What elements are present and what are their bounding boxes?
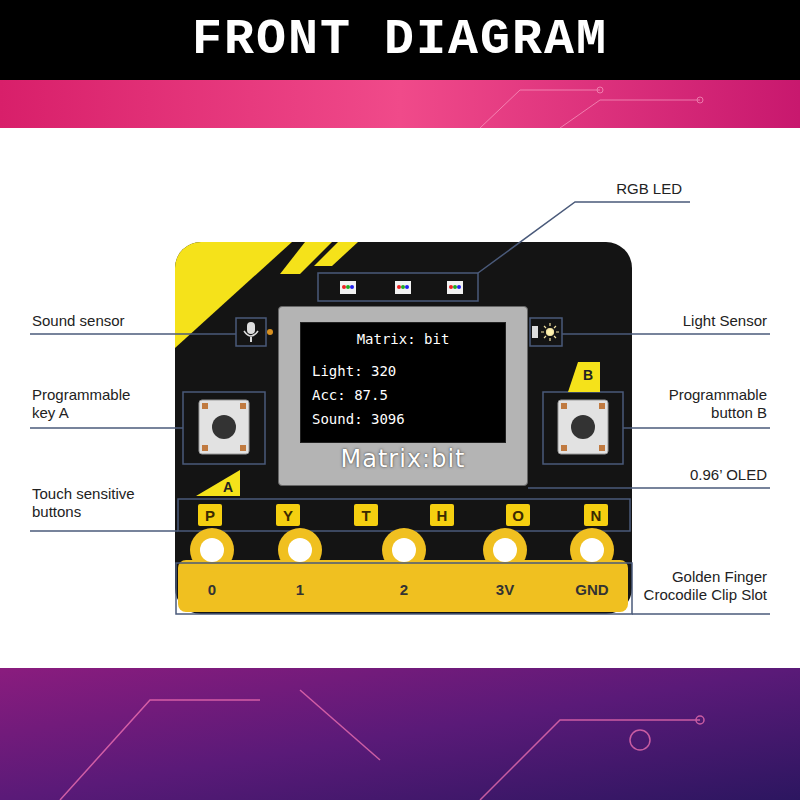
touch-pad: H: [430, 504, 454, 526]
pin-label: GND: [562, 581, 622, 599]
oled-screen: Matrix: bitLight: 320Acc: 87.5Sound: 309…: [300, 322, 506, 443]
callout-label: Programmable button B: [642, 386, 767, 422]
touch-pad: O: [506, 504, 530, 526]
rgb-led: [340, 281, 463, 294]
touch-pad: P: [198, 504, 222, 526]
pad-letter: N: [591, 507, 602, 524]
bottom-band: [0, 668, 800, 800]
screen-heading: Matrix: bit: [357, 331, 450, 347]
pin-label: 3V: [480, 581, 530, 599]
pin-label: 1: [275, 581, 325, 599]
pin-label: 2: [379, 581, 429, 599]
callout-label: RGB LED: [562, 180, 682, 198]
button-a: [199, 400, 249, 454]
callout-label: Sound sensor: [32, 312, 212, 330]
callout-label: Light Sensor: [587, 312, 767, 330]
screen-reading: Sound: 3096: [312, 411, 405, 427]
pad-letter: P: [205, 507, 215, 524]
touch-pad: N: [584, 504, 608, 526]
title-bar: [0, 0, 800, 80]
screen-reading: Acc: 87.5: [312, 387, 388, 403]
button-tag: B: [578, 366, 598, 384]
touch-pad: T: [354, 504, 378, 526]
callout-label: Programmable key A: [32, 386, 157, 422]
callout-label: Touch sensitive buttons: [32, 485, 157, 521]
top-band: [0, 80, 800, 128]
button-tag: A: [218, 478, 238, 496]
callout-label: Golden Finger Crocodile Clip Slot: [627, 568, 767, 604]
pad-letter: T: [361, 507, 370, 524]
callout-label: 0.96’ OLED: [587, 466, 767, 484]
oled-frame: Matrix:bitMatrix: bitLight: 320Acc: 87.5…: [278, 306, 528, 486]
pad-letter: H: [437, 507, 448, 524]
screen-reading: Light: 320: [312, 363, 396, 379]
pad-letter: O: [512, 507, 524, 524]
sun-icon: [541, 323, 559, 341]
pad-letter: Y: [283, 507, 293, 524]
screen-brand: Matrix:bit: [341, 445, 466, 473]
button-b: [558, 400, 608, 454]
mic-icon: [244, 322, 258, 342]
touch-pad: Y: [276, 504, 300, 526]
pin-label: 0: [187, 581, 237, 599]
page-title: FRONT DIAGRAM: [0, 0, 800, 80]
pcb-board: [175, 242, 632, 614]
clip-holes: [190, 528, 614, 572]
